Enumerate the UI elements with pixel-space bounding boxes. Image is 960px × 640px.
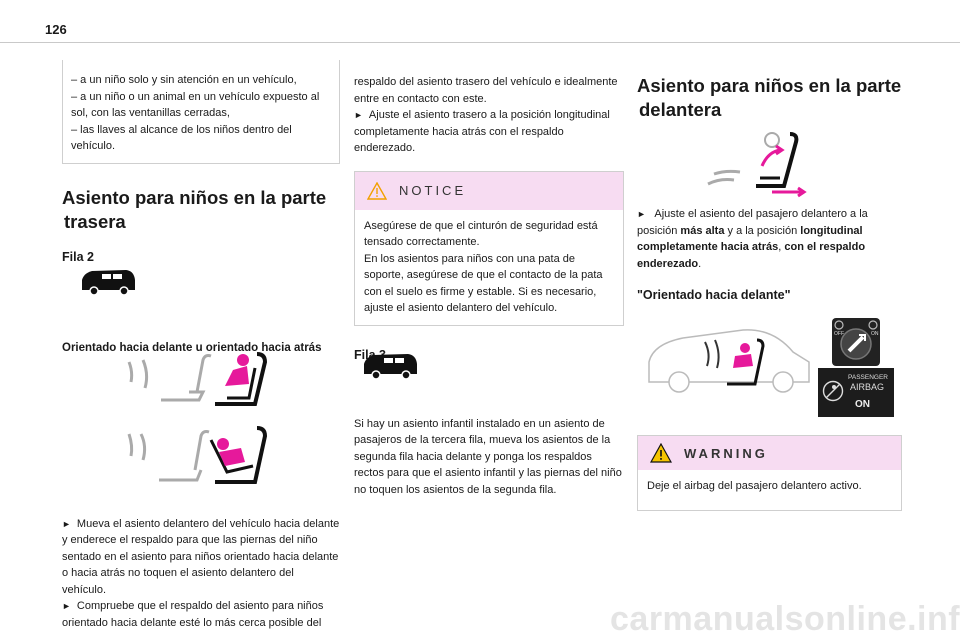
warning-box: WARNING Deje el airbag del pasajero dela… — [637, 435, 902, 511]
warning-triangle-icon — [650, 443, 672, 463]
warning-list-box: – a un niño solo y sin atención en un ve… — [62, 60, 340, 164]
list-item: – las llaves al alcance de los niños den… — [71, 123, 292, 153]
column-middle: respaldo del asiento trasero del vehícul… — [354, 74, 624, 498]
column-left: – a un niño solo y sin atención en un ve… — [62, 60, 340, 631]
step-adjust-rear-seat: Ajuste el asiento trasero a la posición … — [354, 107, 624, 157]
airbag-line2: AIRBAG — [850, 382, 885, 392]
column-right: Asiento para niños en la parte delantera… — [637, 74, 902, 302]
minivan-row2-icon — [82, 270, 135, 296]
step-adjust-front-seat: Ajuste el asiento del pasajero delantero… — [637, 206, 902, 272]
section-heading-line1: Asiento para niños en la parte — [637, 75, 902, 96]
section-heading-line2: delantera — [639, 99, 722, 120]
notice-title: NOTICE — [399, 183, 467, 198]
notice-header: NOTICE — [355, 171, 623, 210]
switch-dial-icon — [834, 320, 878, 360]
section-heading-line1: Asiento para niños en la parte — [62, 186, 327, 208]
orientation-label: Orientado hacia delante u orientado haci… — [62, 341, 322, 354]
continued-text: respaldo del asiento trasero del vehícul… — [354, 76, 618, 105]
caution-triangle-icon — [367, 181, 387, 200]
warning-title: WARNING — [684, 445, 768, 461]
notice-body: Asegúrese de que el cinturón de segurida… — [364, 219, 603, 315]
front-seat-adjust-diagram — [707, 132, 807, 198]
rear-facing-seat-diagram — [127, 426, 268, 484]
warning-body: Deje el airbag del pasajero delantero ac… — [647, 480, 862, 492]
page-number: 126 — [45, 22, 67, 37]
row2-label: Fila 2 — [62, 249, 94, 264]
step-check-backrest: Compruebe que el respaldo del asiento pa… — [62, 598, 340, 631]
forward-facing-seat-diagram — [127, 352, 268, 406]
step-move-seat: Mueva el asiento delantero del vehículo … — [62, 516, 340, 599]
row3-text: Si hay un asiento infantil instalado en … — [354, 417, 622, 496]
forward-facing-label: "Orientado hacia delante" — [637, 288, 791, 302]
notice-box: NOTICE Asegúrese de que el cinturón de s… — [354, 170, 624, 326]
car-side-child-seat-diagram — [648, 329, 810, 393]
airbag-off-symbol-icon — [822, 380, 844, 402]
minivan-row3-icon — [364, 354, 417, 380]
airbag-state: ON — [855, 399, 870, 410]
airbag-line1: PASSENGER — [848, 374, 888, 381]
watermark: carmanualsonline.info — [610, 600, 960, 638]
airbag-switch-icon: OFF ON — [832, 318, 880, 366]
header-divider — [0, 42, 960, 43]
list-item: – a un niño solo y sin atención en un ve… — [71, 74, 297, 86]
switch-on-label: ON — [871, 331, 879, 337]
warning-header: WARNING — [638, 436, 901, 470]
section-heading-line2: trasera — [64, 210, 126, 232]
switch-off-label: OFF — [834, 331, 844, 337]
passenger-airbag-indicator: PASSENGER AIRBAG ON — [818, 368, 894, 417]
list-item: – a un niño o un animal en un vehículo e… — [71, 90, 320, 120]
